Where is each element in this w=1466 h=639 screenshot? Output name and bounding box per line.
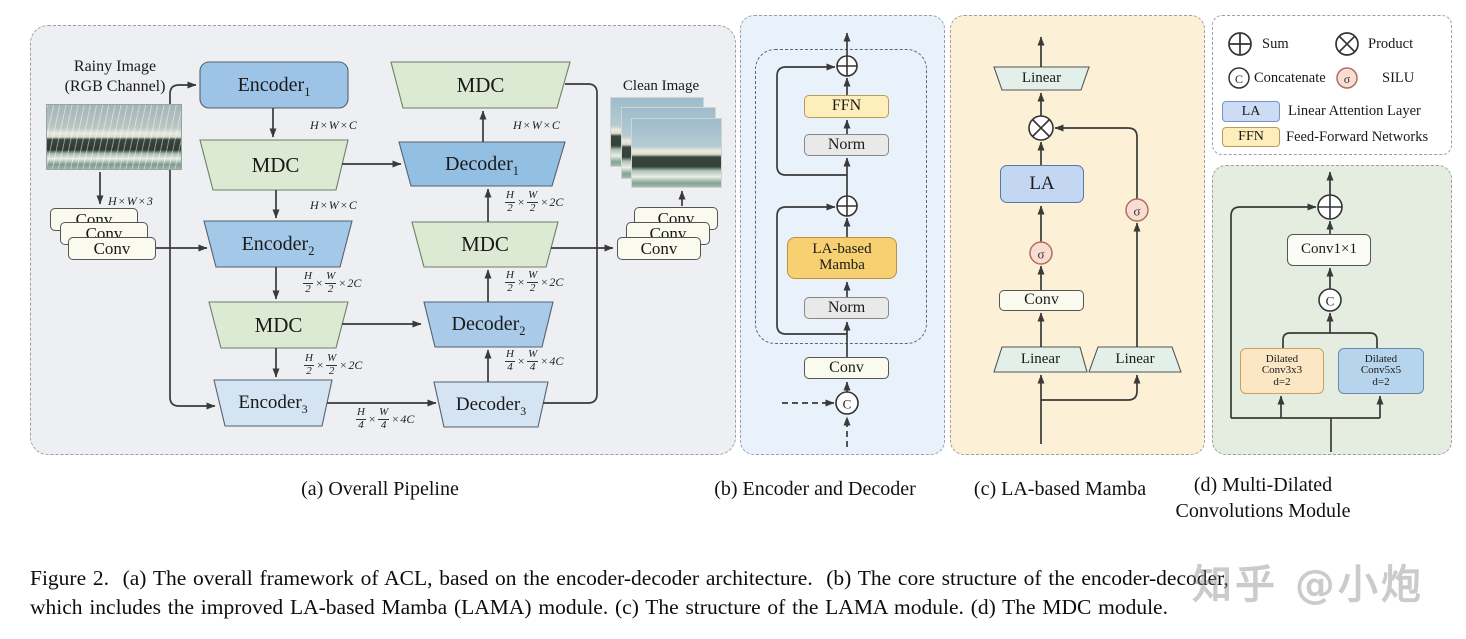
legend-sum-label: Sum — [1262, 35, 1289, 52]
panel-b-sum2-icon — [836, 195, 858, 217]
legend-product-label: Product — [1368, 35, 1414, 52]
panel-c-product-icon — [1028, 115, 1054, 141]
caption-panel-c: (c) LA-based Mamba — [973, 478, 1147, 500]
encoder2-block: Encoder2 — [241, 232, 315, 258]
legend-ffn-chip: FFN — [1222, 127, 1280, 147]
legend-sum-icon — [1228, 32, 1252, 56]
legend-la-label: Linear Attention Layer — [1288, 102, 1421, 119]
figure-caption-line2: which includes the improved LA-based Mam… — [30, 595, 1168, 619]
norm-upper-block: Norm — [804, 134, 889, 156]
svg-text:C: C — [1235, 72, 1243, 86]
panel-d-arrows — [1230, 171, 1384, 452]
mdc-left2-block: MDC — [254, 312, 303, 337]
la-block: LA — [1000, 165, 1084, 203]
panel-b-encoder-decoder — [740, 15, 945, 455]
clean-image-label: Clean Image — [622, 77, 700, 94]
caption-panel-a: (a) Overall Pipeline — [301, 478, 459, 500]
dim-input: H×W×3 — [108, 193, 153, 208]
watermark: 知乎 @小炮 — [1192, 562, 1424, 608]
svg-text:C: C — [843, 397, 852, 412]
figure-caption-line1: Figure 2. (a) The overall framework of A… — [30, 566, 1229, 590]
rainy-image-label-line1: Rainy Image — [73, 58, 157, 75]
panel-c-conv-block: Conv — [999, 290, 1084, 311]
clean-image-front — [631, 118, 722, 188]
rainy-image-label-line2: (RGB Channel) — [64, 78, 166, 95]
caption-panel-d-line1: (d) Multi-Dilated — [1193, 474, 1333, 496]
norm-lower-block: Norm — [804, 297, 889, 319]
decoder1-block: Decoder1 — [445, 152, 519, 178]
linear-right-label: Linear — [1115, 351, 1155, 367]
legend-ffn-label: Feed-Forward Networks — [1286, 128, 1429, 145]
mdc-left1-block: MDC — [251, 152, 300, 177]
legend-la-chip: LA — [1222, 101, 1280, 122]
svg-text:σ: σ — [1133, 204, 1140, 219]
encoder3-block: Encoder3 — [238, 392, 308, 416]
dim-right1: H×W×C — [513, 117, 560, 132]
dilated-conv3x3-block: Dilated Conv3x3 d=2 — [1240, 348, 1324, 394]
panel-a-blocks — [199, 61, 571, 428]
linear-top-label: Linear — [1021, 70, 1062, 86]
panel-b-inner-block — [755, 49, 927, 344]
dim-left1: H×W×C — [310, 117, 357, 132]
panel-b-arrows — [776, 32, 851, 447]
decoder2-block: Decoder2 — [451, 313, 526, 338]
panel-c-blocks — [993, 66, 1182, 373]
legend-concat-icon: C — [1228, 67, 1250, 89]
rain-overlay — [47, 105, 181, 169]
dim-left2: H×W×C — [310, 197, 357, 212]
decoder3-block: Decoder3 — [455, 393, 527, 418]
panel-b-concat-icon: C — [835, 391, 859, 415]
svg-text:σ: σ — [1037, 247, 1044, 262]
panel-c-silu2-icon: σ — [1125, 198, 1149, 222]
panel-a-arrows — [96, 81, 686, 410]
legend-silu-icon: σ — [1336, 67, 1358, 89]
mdc-top-block: MDC — [456, 72, 505, 97]
svg-text:C: C — [1326, 294, 1335, 309]
legend-concatenate-label: Concatenate — [1254, 69, 1326, 86]
output-conv-front: Conv — [617, 237, 701, 260]
panel-b-conv-block: Conv — [804, 357, 889, 379]
panel-b-sum-icon — [836, 55, 858, 77]
caption-panel-d-line2: Convolutions Module — [1175, 500, 1351, 522]
rainy-image — [46, 104, 182, 170]
caption-panel-b: (b) Encoder and Decoder — [714, 478, 916, 500]
input-conv-front: Conv — [68, 237, 156, 260]
panel-c-silu-icon: σ — [1029, 241, 1053, 265]
dilated-conv5x5-block: Dilated Conv5x5 d=2 — [1338, 348, 1424, 394]
svg-text:σ: σ — [1344, 72, 1351, 86]
panel-c-arrows — [1037, 36, 1141, 444]
panel-d-sum-icon — [1317, 194, 1343, 220]
linear-left-label: Linear — [1020, 351, 1061, 367]
panel-d-concat-icon: C — [1318, 288, 1342, 312]
conv1x1-block: Conv1×1 — [1287, 234, 1371, 266]
ffn-block: FFN — [804, 95, 889, 118]
legend-silu-label: SILU — [1382, 69, 1415, 86]
encoder1-block: Encoder1 — [237, 73, 311, 99]
legend-product-icon — [1335, 32, 1359, 56]
mdc-mid-block: MDC — [461, 232, 509, 257]
